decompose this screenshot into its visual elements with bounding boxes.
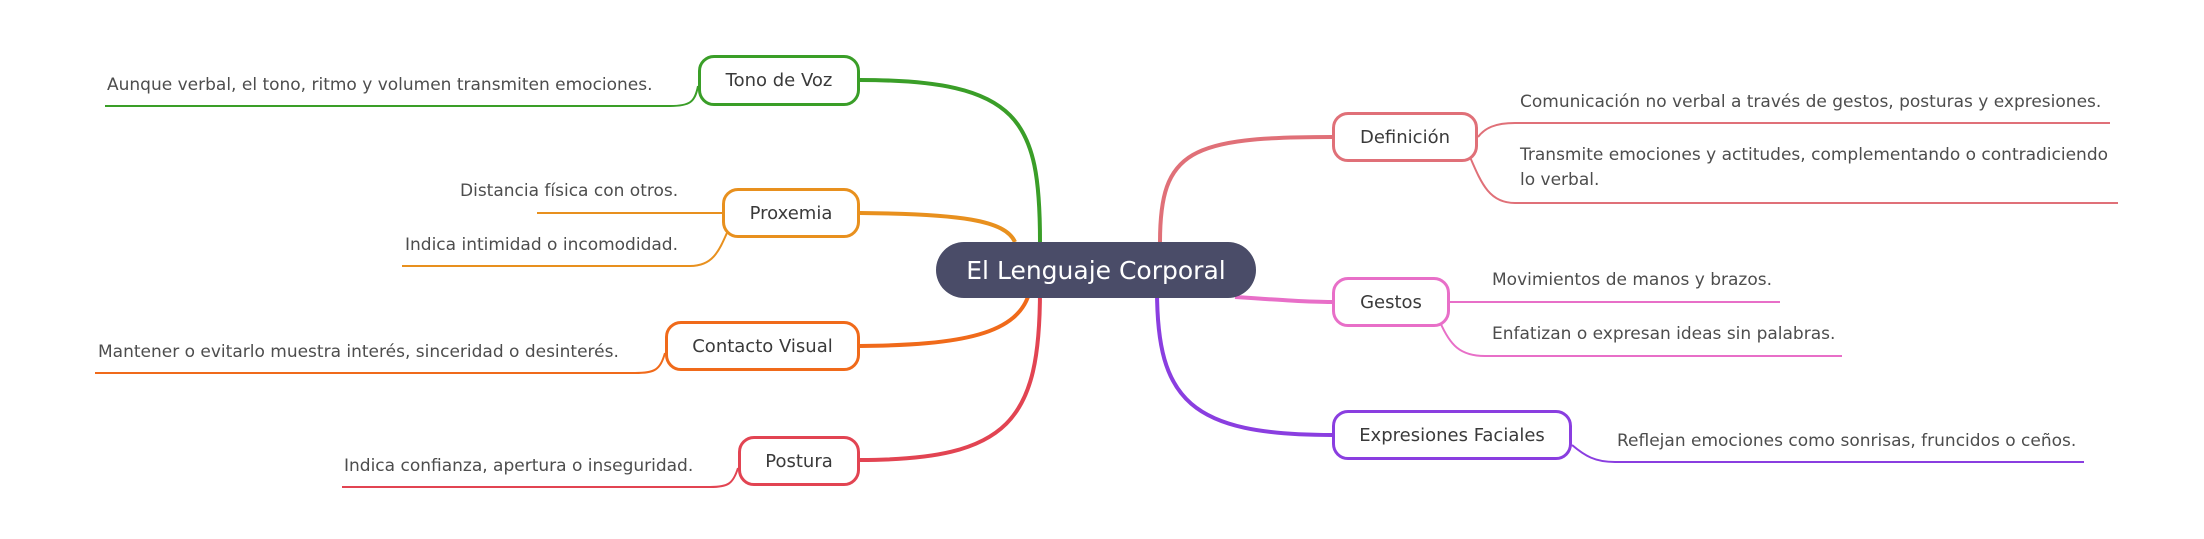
branch-expresiones-faciales[interactable]: Expresiones Faciales: [1332, 410, 1572, 460]
leaf-definicion-1: Comunicación no verbal a través de gesto…: [1520, 92, 2102, 112]
leaf-line-def-2: [1469, 156, 2118, 204]
branch-contacto-visual[interactable]: Contacto Visual: [665, 321, 860, 371]
leaf-proxemia-1: Distancia física con otros.: [460, 181, 679, 201]
branch-postura[interactable]: Postura: [738, 436, 860, 486]
leaf-postura-1: Indica confianza, apertura o inseguridad…: [344, 456, 694, 476]
link-tono-de-voz: [859, 78, 1042, 243]
leaf-proxemia-2: Indica intimidad o incomodidad.: [405, 235, 678, 255]
leaf-line-expr-1: [1571, 444, 2084, 463]
link-gestos: [1234, 295, 1333, 304]
link-proxemia: [859, 211, 1017, 243]
link-postura: [859, 289, 1042, 462]
branch-gestos[interactable]: Gestos: [1332, 277, 1450, 327]
link-definicion: [1158, 135, 1333, 243]
leaf-line-tono-1: [105, 85, 699, 107]
leaf-line-contacto-1: [95, 352, 666, 374]
leaf-line-def-1: [1477, 122, 2110, 138]
leaf-gestos-1: Movimientos de manos y brazos.: [1492, 270, 1773, 290]
link-contacto-visual: [859, 289, 1032, 348]
branch-tono-de-voz[interactable]: Tono de Voz: [698, 55, 860, 106]
branch-proxemia[interactable]: Proxemia: [722, 188, 860, 238]
central-topic[interactable]: El Lenguaje Corporal: [936, 242, 1256, 298]
leaf-tono-de-voz-1: Aunque verbal, el tono, ritmo y volumen …: [107, 75, 653, 95]
leaf-gestos-2: Enfatizan o expresan ideas sin palabras.: [1492, 324, 1836, 344]
link-expresiones: [1155, 289, 1333, 437]
leaf-line-postura-1: [342, 467, 739, 488]
leaf-definicion-2: Transmite emociones y actitudes, complem…: [1520, 145, 2109, 190]
leaf-expresiones-faciales-1: Reflejan emociones como sonrisas, frunci…: [1617, 431, 2077, 451]
branch-definicion[interactable]: Definición: [1332, 112, 1478, 162]
leaf-contacto-visual-1: Mantener o evitarlo muestra interés, sin…: [98, 342, 619, 362]
leaf-line-gestos-2: [1439, 321, 1842, 357]
